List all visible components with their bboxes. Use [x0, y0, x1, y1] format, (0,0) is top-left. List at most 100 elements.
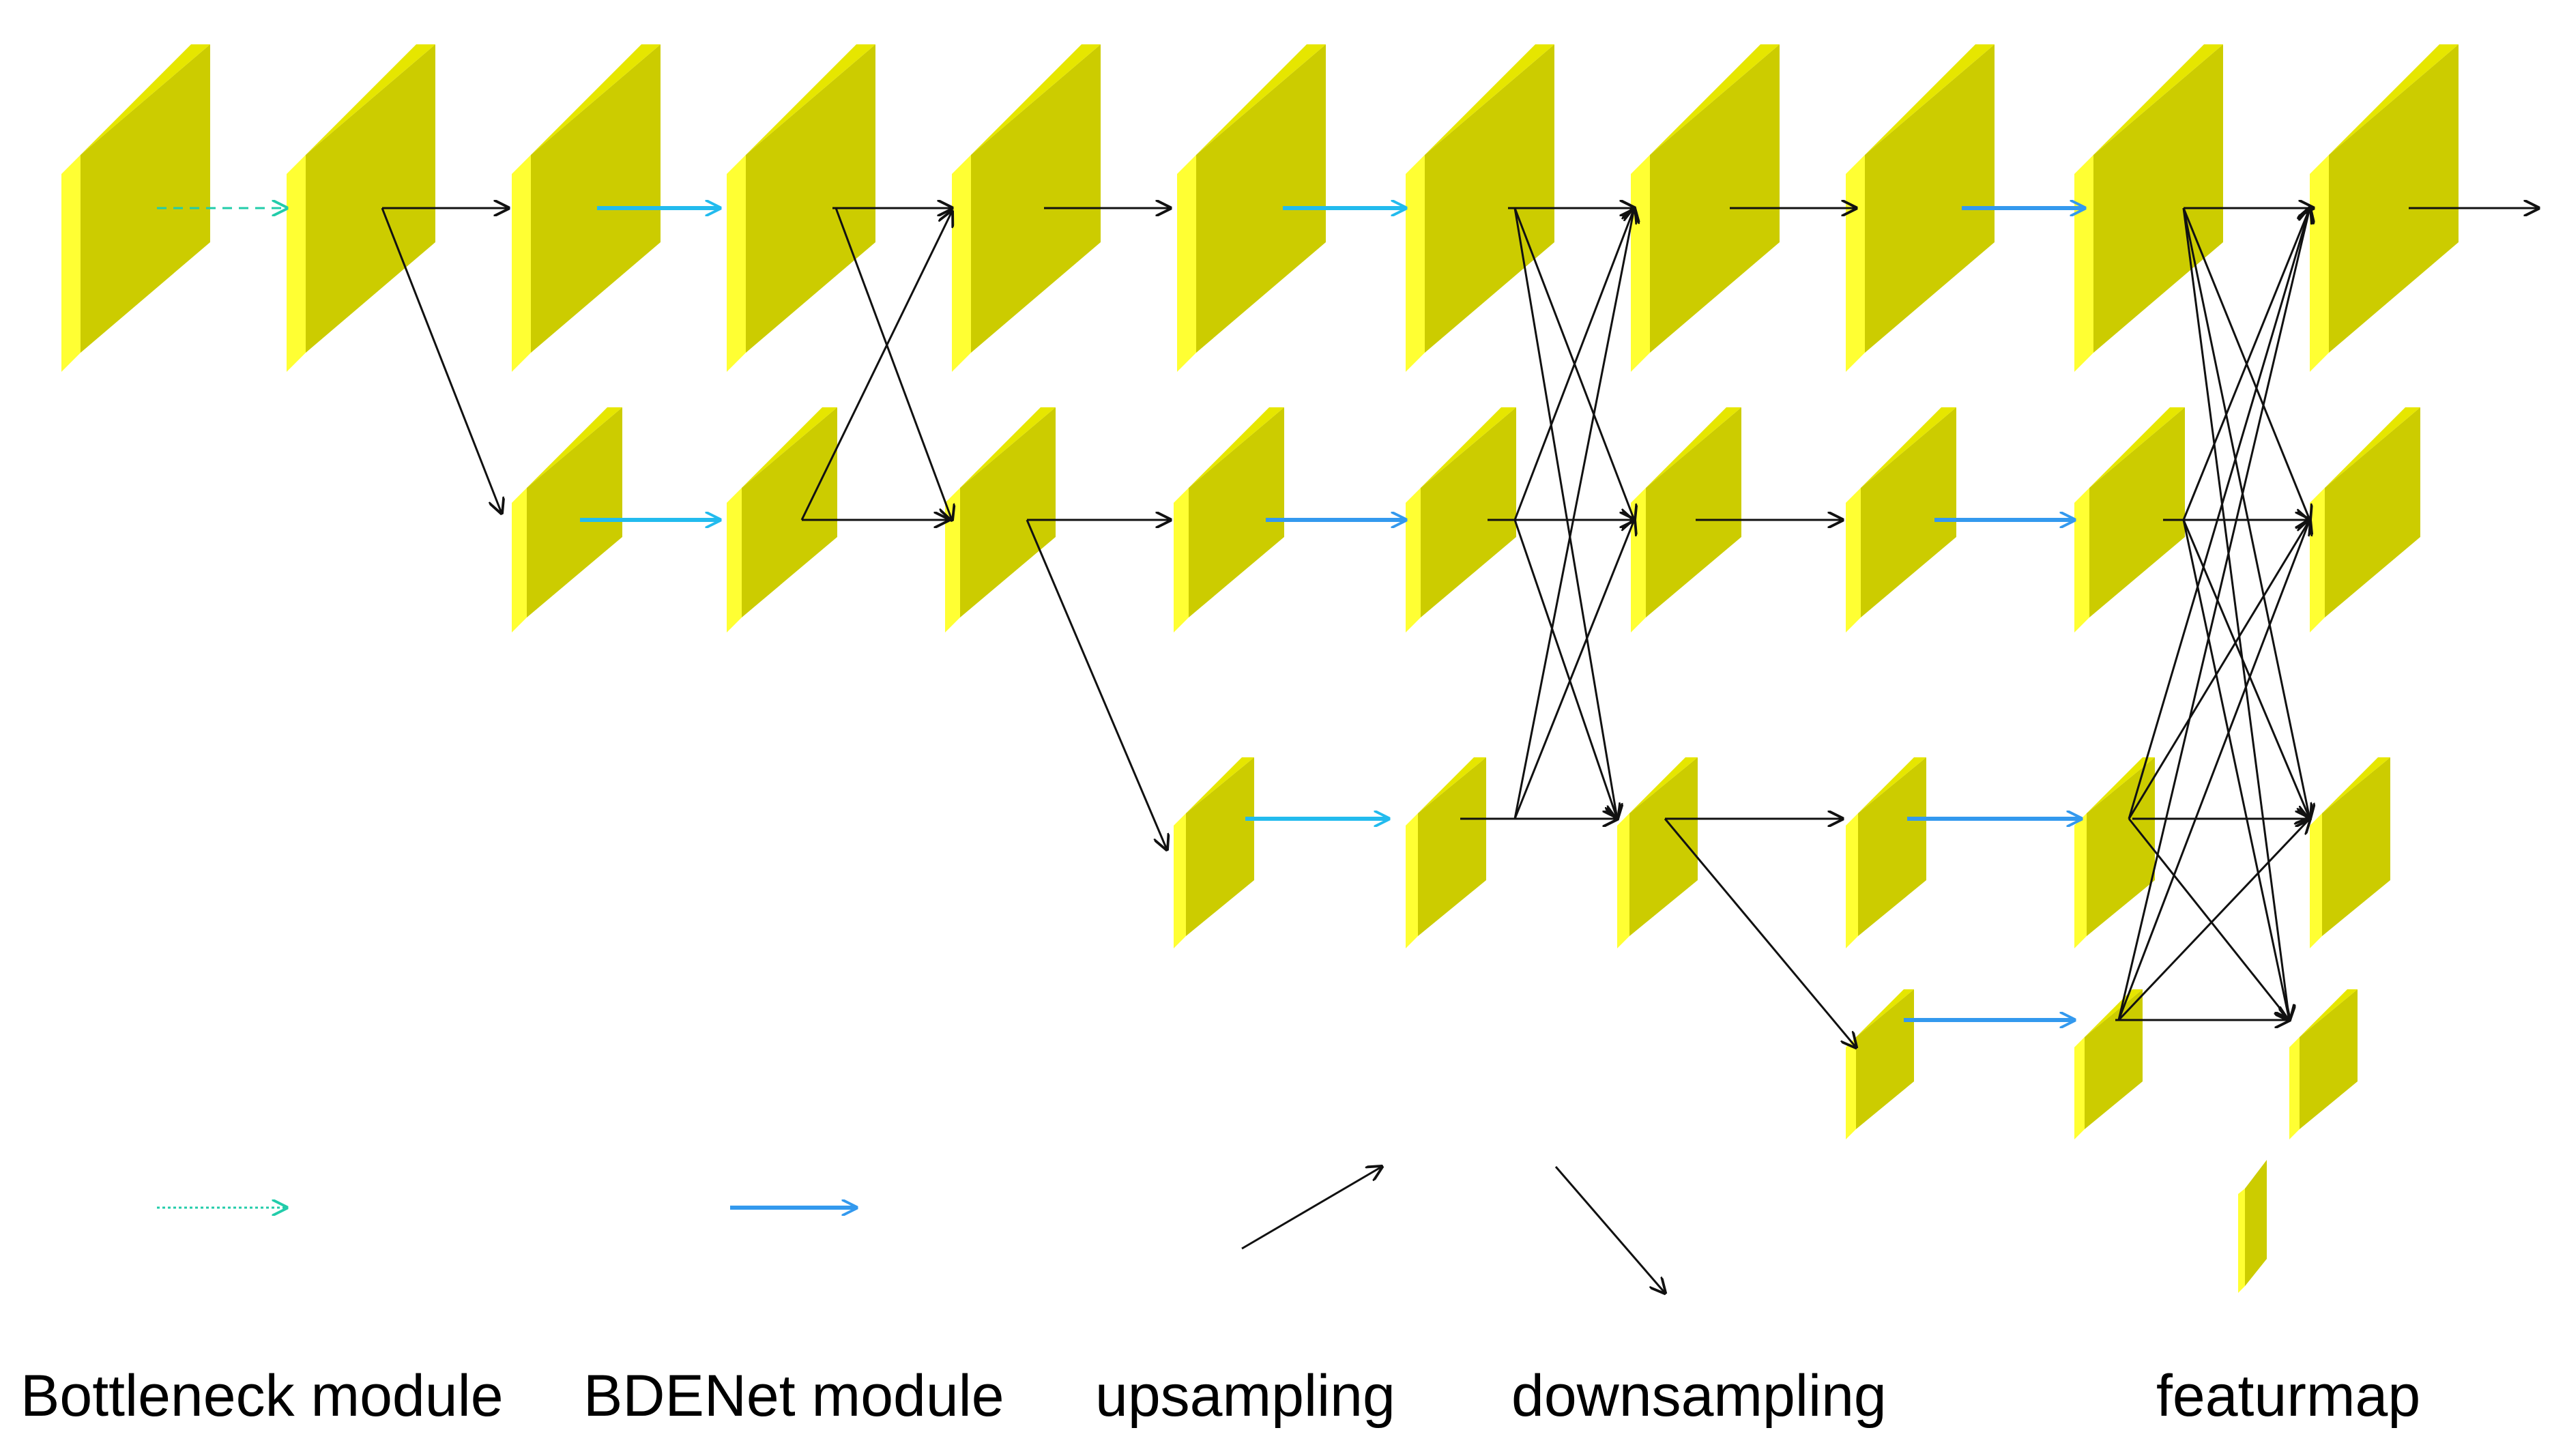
featuremap-row3-3: [1617, 757, 1698, 948]
downsampling-arrow: [1026, 519, 1167, 849]
legend-bdenet-label: BDENet module: [583, 1363, 1004, 1429]
downsampling-arrow: [2182, 519, 2310, 819]
downsampling-arrow: [2128, 818, 2289, 1020]
block-face: [1425, 44, 1554, 353]
featuremap-row4-3: [2289, 989, 2358, 1139]
block-edge: [2310, 155, 2329, 372]
legend-featurmap-label: featurmap: [2156, 1363, 2420, 1429]
upsampling-arrow: [2117, 520, 2310, 1021]
block-face: [2322, 757, 2390, 936]
block-face: [81, 44, 210, 353]
block-face: [1865, 44, 1995, 353]
block-edge: [1617, 813, 1629, 948]
block-edge: [2289, 1037, 2300, 1139]
upsampling-arrow: [2128, 520, 2310, 819]
block-edge: [1846, 155, 1865, 372]
block-edge: [2074, 813, 2087, 948]
block-edge: [287, 155, 306, 372]
featuremap-row3-6: [2310, 757, 2390, 948]
featuremap-row4-1: [1846, 989, 1914, 1139]
legend-bottleneck-label: Bottleneck module: [20, 1363, 504, 1429]
featuremap-row2-5: [1406, 407, 1516, 632]
block-edge: [1846, 1037, 1856, 1139]
legend-featurmap-glyph: [2238, 1160, 2267, 1293]
block-edge: [2074, 488, 2089, 632]
block-face: [1856, 989, 1914, 1129]
featuremap-row2-4: [1174, 407, 1284, 632]
block-edge: [1174, 813, 1186, 948]
featuremap-row3-1: [1174, 757, 1254, 948]
legend: Bottleneck module BDENet module upsampli…: [20, 1160, 2420, 1429]
upsampling-arrow: [2182, 208, 2310, 521]
featuremap-row2-2: [727, 407, 837, 632]
featuremap-row3-2: [1406, 757, 1486, 948]
block-edge: [727, 155, 746, 372]
featuremap-row2-1: [512, 407, 622, 632]
block-face: [1861, 407, 1956, 617]
legend-glyph-face: [2245, 1160, 2267, 1286]
block-face: [306, 44, 435, 353]
featuremap-row1-col5: [952, 44, 1101, 372]
block-face: [1189, 407, 1284, 617]
block-face: [1421, 407, 1516, 617]
downsampling-arrow: [2182, 519, 2289, 1020]
block-edge: [1406, 813, 1418, 948]
block-face: [2093, 44, 2223, 353]
downsampling-arrow: [381, 207, 502, 513]
downsampling-arrow: [1664, 818, 1856, 1047]
downsampling-arrow: [2182, 207, 2289, 1020]
block-face: [1629, 757, 1698, 936]
featuremap-row1-col2: [287, 44, 435, 372]
block-face: [971, 44, 1101, 353]
block-edge: [1406, 488, 1421, 632]
block-face: [2329, 44, 2459, 353]
upsampling-arrow: [1513, 520, 1634, 819]
block-edge: [1846, 488, 1861, 632]
upsampling-arrow: [1513, 208, 1634, 819]
block-edge: [1406, 155, 1425, 372]
block-edge: [2310, 488, 2325, 632]
block-edge: [61, 155, 81, 372]
featuremap-row2-8: [2074, 407, 2185, 632]
block-edge: [727, 488, 742, 632]
upsampling-arrow: [2128, 208, 2310, 819]
featuremap-row4-2: [2074, 989, 2143, 1139]
block-face: [2089, 407, 2185, 617]
featuremap-row2-9: [2310, 407, 2420, 632]
block-face: [1858, 757, 1926, 936]
block-face: [531, 44, 661, 353]
block-face: [2085, 989, 2143, 1129]
legend-upsampling-arrow: [1241, 1167, 1382, 1250]
downsampling-arrow: [835, 207, 952, 520]
legend-downsampling-label: downsampling: [1511, 1363, 1887, 1429]
upsampling-arrow: [2117, 819, 2310, 1021]
upsampling-arrow: [1513, 208, 1634, 521]
upsampling-arrow: [800, 212, 952, 521]
block-face: [2087, 757, 2155, 936]
block-edge: [1174, 488, 1189, 632]
featuremap-row3-5: [2074, 757, 2155, 948]
featuremap-row2-7: [1846, 407, 1956, 632]
block-edge: [952, 155, 971, 372]
block-edge: [1177, 155, 1196, 372]
block-face: [527, 407, 622, 617]
featuremap-row1-col3: [512, 44, 661, 372]
downsampling-arrow: [2182, 207, 2310, 819]
block-edge: [2074, 1037, 2085, 1139]
block-face: [2325, 407, 2420, 617]
block-face: [2300, 989, 2358, 1129]
downsampling-arrow: [1513, 519, 1617, 819]
feature-map-blocks: [61, 44, 2459, 1139]
block-edge: [512, 488, 527, 632]
block-edge: [512, 155, 531, 372]
block-edge: [1846, 813, 1858, 948]
legend-upsampling-label: upsampling: [1095, 1363, 1395, 1429]
block-face: [746, 44, 875, 353]
block-edge: [2310, 813, 2322, 948]
block-edge: [1631, 155, 1650, 372]
block-face: [960, 407, 1056, 617]
featuremap-row1-col7: [1406, 44, 1554, 372]
block-edge: [1631, 488, 1646, 632]
block-face: [1418, 757, 1486, 936]
